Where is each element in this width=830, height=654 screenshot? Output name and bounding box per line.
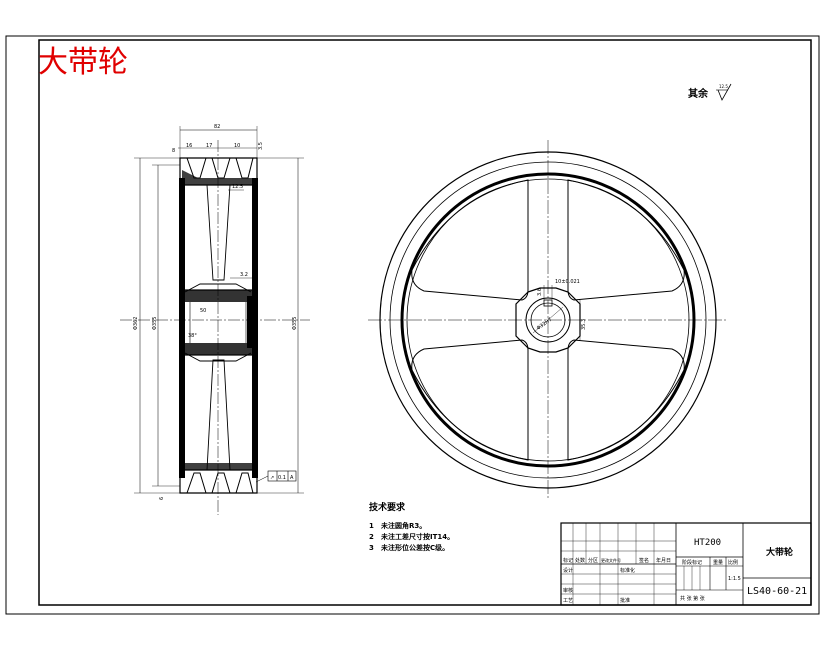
tech-requirements: 技术要求 1 未注圆角R3。 2 未注工差尺寸按IT14。 3 未注形位公差按C… (369, 501, 454, 552)
svg-text:↗: ↗ (270, 475, 274, 481)
svg-text:大带轮: 大带轮 (766, 546, 793, 558)
svg-text:技术要求: 技术要求 (369, 501, 406, 513)
svg-text:16: 16 (186, 143, 192, 149)
svg-text:比例: 比例 (728, 559, 738, 566)
svg-text:38°: 38° (188, 333, 197, 339)
svg-text:12.5: 12.5 (232, 184, 243, 190)
title-block: 标记 处数 分区 更改文件号 签名 年月日 设计 标准化 审核 工艺 批准 HT… (560, 522, 812, 606)
svg-text:分区: 分区 (588, 557, 598, 564)
svg-text:共 张 第 张: 共 张 第 张 (680, 595, 705, 602)
svg-text:6: 6 (159, 497, 165, 500)
svg-text:审核: 审核 (563, 587, 573, 594)
svg-text:1: 1 (369, 522, 374, 530)
svg-text:A: A (290, 475, 294, 481)
svg-text:82: 82 (214, 124, 220, 130)
drawing-title: 大带轮 (38, 45, 128, 80)
svg-text:35.3: 35.3 (581, 319, 587, 330)
tolerance-frame: ↗ 0.1 A (255, 470, 297, 483)
window-top-right (567, 179, 685, 301)
svg-text:Φ32H7: Φ32H7 (536, 317, 554, 332)
svg-text:10: 10 (234, 143, 240, 149)
svg-text:Φ362: Φ362 (133, 317, 139, 330)
svg-text:处数: 处数 (575, 557, 585, 564)
svg-text:17: 17 (206, 143, 212, 149)
svg-text:年月日: 年月日 (656, 557, 671, 564)
svg-text:50: 50 (200, 308, 206, 314)
window-bottom-left (411, 339, 529, 461)
svg-text:批准: 批准 (620, 597, 630, 604)
front-view: 10±0.021 3.6 35.3 Φ32H7 (368, 140, 728, 500)
svg-text:阶段标记: 阶段标记 (682, 559, 702, 566)
outer-border (5, 35, 820, 615)
svg-text:LS40-60-21: LS40-60-21 (747, 586, 807, 597)
svg-text:10±0.021: 10±0.021 (555, 279, 580, 285)
svg-text:HT200: HT200 (694, 538, 721, 548)
svg-text:Φ355: Φ355 (152, 317, 158, 330)
svg-text:签名: 签名 (639, 557, 649, 564)
svg-text:标准化: 标准化 (620, 567, 635, 574)
svg-text:3.5: 3.5 (258, 142, 264, 150)
svg-text:Φ355: Φ355 (292, 317, 298, 330)
svg-text:未注形位公差按C级。: 未注形位公差按C级。 (381, 543, 449, 552)
svg-text:1:1.5: 1:1.5 (728, 576, 741, 582)
svg-text:更改文件号: 更改文件号 (601, 557, 621, 563)
side-view: Φ362 Φ355 Φ355 82 8 16 17 10 3.5 3.2 50 … (120, 124, 310, 515)
svg-text:0.1: 0.1 (278, 475, 286, 481)
svg-text:2: 2 (369, 533, 374, 541)
svg-text:设计: 设计 (563, 567, 573, 574)
svg-text:3.6: 3.6 (537, 288, 543, 296)
svg-text:8: 8 (172, 148, 175, 154)
svg-text:未注圆角R3。: 未注圆角R3。 (381, 521, 426, 530)
roughness-note: 其余 12.5 (688, 83, 732, 101)
svg-text:标记: 标记 (563, 557, 573, 564)
inner-border (38, 39, 812, 606)
svg-text:3.2: 3.2 (240, 272, 248, 278)
bottom-grooves (180, 472, 257, 494)
window-top-left (411, 179, 529, 301)
svg-text:其余: 其余 (688, 87, 709, 100)
svg-text:工艺: 工艺 (563, 598, 573, 604)
svg-text:重量: 重量 (713, 559, 723, 566)
window-bottom-right (567, 339, 685, 461)
svg-text:12.5: 12.5 (719, 84, 728, 89)
svg-text:3: 3 (369, 544, 374, 552)
svg-text:未注工差尺寸按IT14。: 未注工差尺寸按IT14。 (381, 532, 454, 541)
